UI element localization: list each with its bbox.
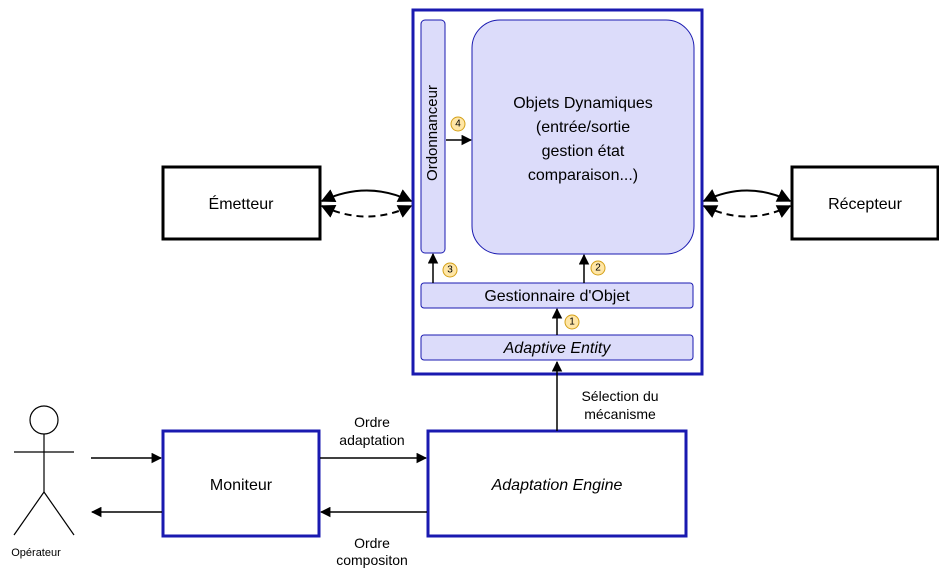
ordre-adaptation-line-1: Ordre	[354, 414, 390, 430]
step-badge-4: 4	[450, 116, 466, 132]
step-badge-2: 2	[590, 260, 606, 276]
operateur-actor-icon	[13, 405, 75, 536]
emetteur-box	[161, 165, 322, 241]
step-number: 2	[595, 263, 601, 274]
step-badge-1: 1	[564, 314, 580, 330]
step-number: 1	[569, 317, 575, 328]
ordre-adaptation-line-2: adaptation	[339, 432, 404, 448]
ordre-composition-line-2: compositon	[336, 552, 408, 568]
emetteur-to-system-arrow	[320, 189, 413, 203]
objets-line-1: Objets Dynamiques	[513, 95, 653, 112]
ordonnanceur-label: Ordonnanceur	[424, 85, 441, 181]
emetteur-label: Émetteur	[209, 194, 275, 213]
recepteur-box	[790, 165, 939, 241]
objets-line-2: (entrée/sortie	[536, 119, 630, 136]
objets-dynamiques-box	[471, 19, 695, 255]
recepteur-label: Récepteur	[828, 196, 902, 213]
system-to-emetteur-dashed-arrow	[320, 204, 413, 218]
selection-label-line-2: mécanisme	[584, 406, 656, 422]
objets-line-3: gestion état	[542, 143, 625, 160]
moniteur-box	[161, 429, 321, 538]
selection-label-line-1: Sélection du	[581, 388, 658, 404]
operateur-label: Opérateur	[11, 547, 61, 559]
moniteur-label: Moniteur	[210, 477, 273, 494]
step-number: 3	[447, 265, 453, 276]
step-number: 4	[455, 119, 461, 130]
step-badge-3: 3	[442, 262, 458, 278]
adaptation-engine-label: Adaptation Engine	[491, 477, 623, 494]
system-to-recepteur-arrow	[702, 189, 792, 202]
adaptation-engine-box	[426, 429, 688, 538]
recepteur-to-system-dashed-arrow	[702, 205, 792, 218]
adaptive-entity-label: Adaptive Entity	[503, 340, 612, 357]
gestionnaire-label: Gestionnaire d'Objet	[484, 288, 630, 305]
objets-line-4: comparaison...)	[528, 167, 638, 184]
ordre-composition-line-1: Ordre	[354, 535, 390, 551]
